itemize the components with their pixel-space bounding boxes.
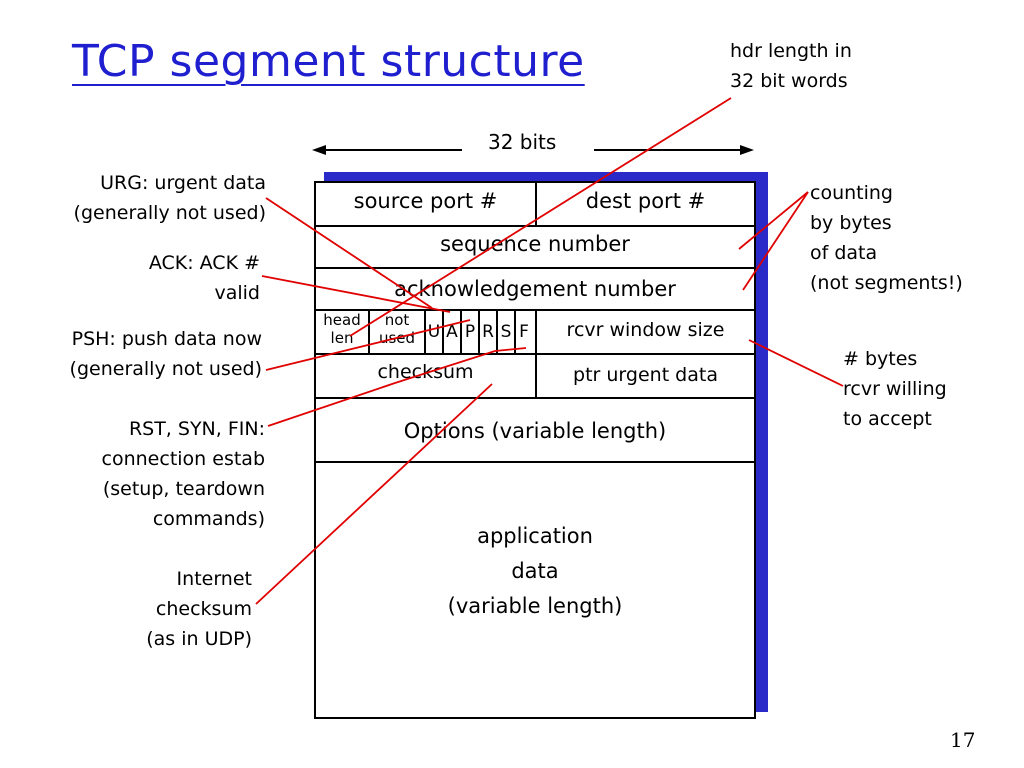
note-line: (as in UDP): [146, 628, 252, 650]
note-line: of data: [810, 242, 878, 264]
sequence-number-field: sequence number: [440, 232, 630, 256]
flag-urg: U: [427, 322, 441, 342]
col-divider: [478, 309, 480, 353]
flag-fin: F: [519, 322, 529, 342]
application-data-field: application data (variable length): [316, 519, 754, 624]
note-line: commands): [152, 508, 265, 530]
urg-note: URG: urgent data (generally not used): [20, 168, 266, 228]
counting-leader-ack: [742, 191, 809, 291]
note-line: checksum: [155, 598, 252, 620]
header-length-field: head len: [316, 311, 368, 347]
source-port-field: source port #: [353, 189, 498, 213]
ack-leader: [261, 275, 451, 313]
not-used-label: not: [384, 311, 410, 329]
row-divider: [316, 461, 754, 463]
psh-leader: [265, 319, 471, 371]
row-divider: [316, 267, 754, 269]
rcvr-bytes-note: # bytes rcvr willing to accept: [843, 344, 947, 434]
col-divider: [496, 309, 498, 353]
width-arrow-right-head: [740, 145, 754, 155]
window-size-field: rcvr window size: [566, 319, 725, 341]
header-length-label: len: [330, 329, 354, 347]
counting-leader-seq: [738, 191, 809, 250]
urgent-pointer-field: ptr urgent data: [573, 364, 718, 386]
app-data-label: (variable length): [447, 594, 623, 618]
ack-number-field: acknowledgement number: [394, 277, 676, 301]
note-line: PSH: push data now: [71, 328, 262, 350]
col-divider: [442, 309, 444, 353]
hdr-length-note: hdr length in 32 bit words: [730, 36, 852, 96]
note-line: rcvr willing: [843, 378, 947, 400]
note-line: to accept: [843, 408, 932, 430]
options-field: Options (variable length): [403, 419, 667, 443]
row-divider: [316, 225, 754, 227]
note-line: 32 bit words: [730, 70, 848, 92]
rst-syn-fin-note: RST, SYN, FIN: connection estab (setup, …: [20, 414, 265, 534]
urg-leader: [265, 197, 433, 309]
note-line: by bytes: [810, 212, 892, 234]
note-line: (generally not used): [69, 358, 262, 380]
checksum-leader: [255, 383, 493, 605]
dest-port-field: dest port #: [585, 189, 706, 213]
note-line: (setup, teardown: [102, 478, 265, 500]
window-leader: [748, 339, 844, 387]
width-arrow: [312, 145, 754, 155]
slide-title: TCP segment structure: [72, 36, 585, 87]
col-divider: [535, 353, 537, 397]
psh-note: PSH: push data now (generally not used): [10, 324, 262, 384]
note-line: (not segments!): [810, 272, 963, 294]
ack-note: ACK: ACK # valid: [20, 248, 260, 308]
note-line: Internet: [176, 568, 252, 590]
hdr-length-leader: [349, 97, 732, 337]
note-line: valid: [214, 282, 260, 304]
app-data-label: data: [511, 559, 559, 583]
flag-ack: A: [446, 322, 458, 342]
width-arrow-left-head: [312, 145, 326, 155]
segment-box: source port # dest port # sequence numbe…: [314, 181, 756, 719]
page-number: 17: [950, 728, 976, 752]
col-divider: [460, 309, 462, 353]
col-divider: [514, 309, 516, 353]
note-line: RST, SYN, FIN:: [128, 418, 265, 440]
counting-note: counting by bytes of data (not segments!…: [810, 178, 963, 298]
flag-rst: R: [482, 322, 494, 342]
col-divider: [535, 309, 537, 353]
note-line: (generally not used): [73, 202, 266, 224]
internet-checksum-note: Internet checksum (as in UDP): [60, 564, 252, 654]
note-line: hdr length in: [730, 40, 852, 62]
row-divider: [316, 397, 754, 399]
col-divider: [368, 309, 370, 353]
note-line: ACK: ACK #: [148, 252, 260, 274]
rst-syn-fin-leader: [267, 347, 527, 427]
note-line: connection estab: [101, 448, 265, 470]
note-line: counting: [810, 182, 893, 204]
flag-psh: P: [464, 322, 476, 342]
note-line: # bytes: [843, 348, 918, 370]
width-label: 32 bits: [488, 130, 557, 154]
flag-syn: S: [500, 322, 512, 342]
header-length-label: head: [323, 311, 361, 329]
app-data-label: application: [477, 524, 593, 548]
col-divider: [535, 183, 537, 225]
note-line: URG: urgent data: [100, 172, 266, 194]
